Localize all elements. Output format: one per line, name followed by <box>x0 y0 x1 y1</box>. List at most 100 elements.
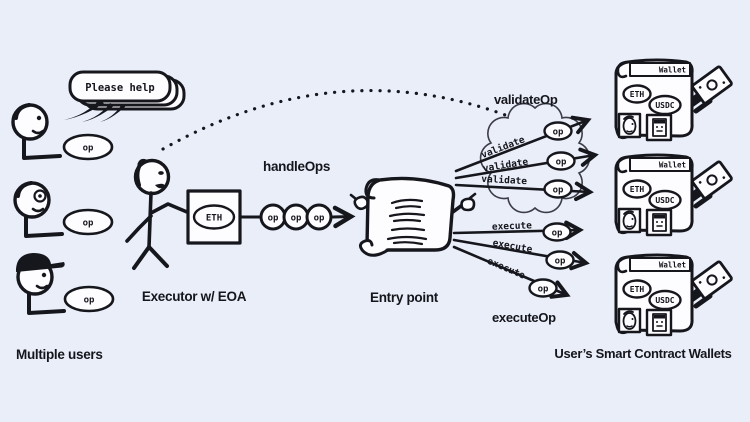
user-2-hair <box>16 181 33 198</box>
user-3-op-bubble <box>63 285 115 313</box>
executor-figure <box>125 158 189 270</box>
op-token-3 <box>305 203 333 231</box>
wallet-2-title: Wallet <box>659 161 686 170</box>
wallet-1-avatar-icon <box>617 112 642 139</box>
help-bubble-tail-2 <box>82 103 115 122</box>
user-figure-3: op <box>16 253 115 315</box>
wallet-3-nft-eye-1 <box>656 321 658 323</box>
wallet-2-nft-icon <box>645 208 673 237</box>
wallet-3-nft-inner <box>652 313 667 332</box>
wallet-2-cash-dot-1 <box>698 181 702 184</box>
wallet-2-eth-badge <box>622 179 652 199</box>
wallet-1-cash-circle <box>706 79 718 91</box>
user-2-op-bubble <box>62 208 114 236</box>
help-bubble: Please help <box>64 70 186 122</box>
wallet-2-nft-eye-2 <box>661 221 663 223</box>
entry-point-top-curl <box>364 178 382 200</box>
wallet-3-cash-dot-1 <box>698 281 702 284</box>
executeop-label: executeOp <box>492 310 556 325</box>
entry-point-bottom-curl <box>358 239 390 257</box>
validate-arrow-3-op: op <box>553 186 564 196</box>
wallet-1-nft-eye-1 <box>656 126 658 128</box>
help-bubble-text: Please help <box>85 82 155 94</box>
wallet-1-usdc-text: USDC <box>655 101 674 110</box>
wallet-1-title: Wallet <box>659 66 686 75</box>
wallet-2-avatar-eye <box>631 218 634 220</box>
executor-mouth <box>155 183 165 189</box>
user-2-mouth <box>31 207 45 213</box>
wallet-3-avatar-mouth <box>626 325 633 328</box>
user-2-arm <box>24 215 64 238</box>
entry-point-squiggle-1 <box>390 198 424 210</box>
execute-arrow-1: execute op <box>452 220 584 242</box>
wallet-2-nft-eye-1 <box>656 221 658 223</box>
executor-eye-icon <box>158 171 164 175</box>
execute-arrow-3-op-bubble <box>528 278 558 298</box>
wallet-1-nft-inner <box>652 118 667 137</box>
execute-arrow-1-action: execute <box>492 220 533 232</box>
wallet-2-nft-inner <box>652 213 667 232</box>
user-2-op-text: op <box>83 219 94 229</box>
wallet-1-cash-dot-1 <box>698 86 702 89</box>
op-token-1-text: op <box>268 214 279 224</box>
wallet-card-3: Wallet ETH USDC <box>614 253 733 337</box>
execute-arrow-1-op-bubble <box>542 222 572 242</box>
validate-arrow-2-op-bubble <box>546 151 576 171</box>
user-3-cap-icon <box>16 253 65 272</box>
multiple-users-label: Multiple users <box>16 347 103 362</box>
executor-arm-right <box>149 202 189 215</box>
wallet-3-title: Wallet <box>659 261 686 270</box>
validate-arrow-3-action: validate <box>481 174 528 187</box>
op-token-3-text: op <box>314 214 325 224</box>
executor-arm-left <box>125 214 153 243</box>
wallet-2-usdc-text: USDC <box>655 196 674 205</box>
wallet-2-top-curl <box>616 155 630 174</box>
entry-point-squiggle-3 <box>390 227 426 232</box>
execute-arrow-3-op: op <box>538 285 549 295</box>
execute-arrow-2-action: execute <box>492 238 534 256</box>
validate-arrow-3-op-bubble <box>543 179 573 199</box>
validateop-label: validateOp <box>494 92 558 107</box>
wallet-1-eth-badge <box>622 84 652 104</box>
user-1-op-bubble <box>62 133 114 161</box>
wallet-3-avatar-face <box>622 312 637 330</box>
entry-point-hand-right <box>460 197 476 212</box>
execute-arrow-1-op: op <box>552 229 563 239</box>
user-2-eye-icon <box>38 194 42 198</box>
validate-arrow-3: validate op <box>454 174 594 202</box>
wallet-1-avatar-eye <box>631 123 634 125</box>
wallet-2-eth-text: ETH <box>630 185 645 194</box>
wallet-2-avatar-icon <box>617 207 642 234</box>
dotted-curve <box>161 88 510 151</box>
wallet-1-nft-icon <box>645 113 673 142</box>
user-3-eye-icon <box>41 272 47 278</box>
wallet-2-cash-dot-2 <box>722 176 726 179</box>
validate-arrow-1-op: op <box>553 128 564 138</box>
user-figure-1: op <box>11 103 114 161</box>
wallet-3-nft-icon <box>645 308 673 337</box>
executor-hair-strand <box>137 158 148 166</box>
wallet-2-avatar-face <box>622 212 637 230</box>
wallet-1-top-curl <box>616 60 630 79</box>
wallet-card-2: Wallet ETH USDC <box>614 153 733 237</box>
wallet-1-avatar-mouth <box>626 130 633 133</box>
wallet-3-eth-text: ETH <box>630 285 645 294</box>
user-3-op-text: op <box>84 296 95 306</box>
execute-arrow-3-action: execute <box>485 256 526 282</box>
wallet-card-1: Wallet ETH USDC <box>614 58 733 142</box>
user-1-mouth <box>31 129 45 135</box>
eth-box-group: ETH <box>186 189 242 245</box>
wallet-3-avatar-eye <box>631 318 634 320</box>
wallet-3-nft-hair <box>654 315 665 319</box>
wallet-1-nft-hair <box>654 120 665 124</box>
entry-point-scroll <box>349 176 477 257</box>
help-bubble-front <box>68 70 172 103</box>
wallet-1-cash-bill <box>691 65 733 105</box>
validate-arrow-1-op-bubble <box>543 121 573 141</box>
wallet-3-cash-circle <box>706 274 718 286</box>
wallet-2-title-box <box>629 157 691 172</box>
wallet-2-cash-circle <box>706 174 718 186</box>
user-2-monocle-icon <box>33 189 47 203</box>
